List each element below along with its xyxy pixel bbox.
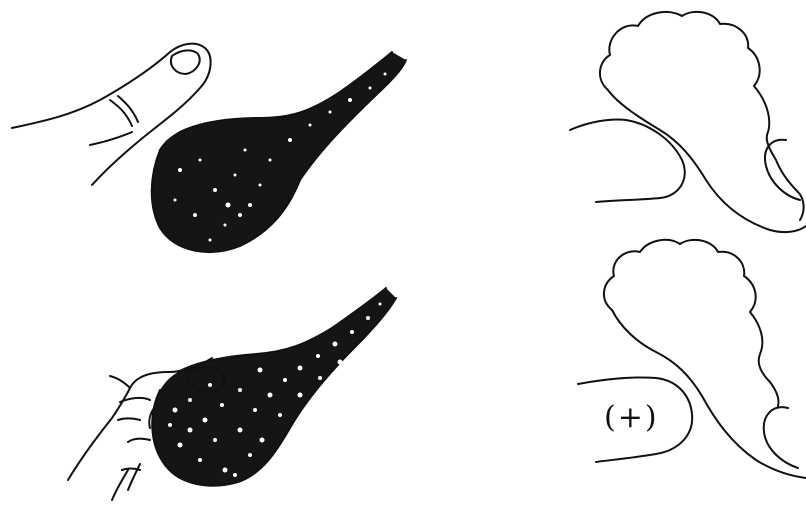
plus-label: (+): [604, 400, 659, 435]
stippled-organ-light: [152, 288, 396, 486]
panel-bottom-right: (+): [578, 240, 806, 478]
panel-bottom-left: [68, 288, 396, 500]
lobulated-outline-top: [600, 12, 804, 220]
panel-top-right: [570, 12, 806, 232]
panel-top-left: [12, 44, 406, 252]
finger-shadow-top: [570, 119, 685, 202]
stippled-organ-dark: [152, 52, 406, 252]
